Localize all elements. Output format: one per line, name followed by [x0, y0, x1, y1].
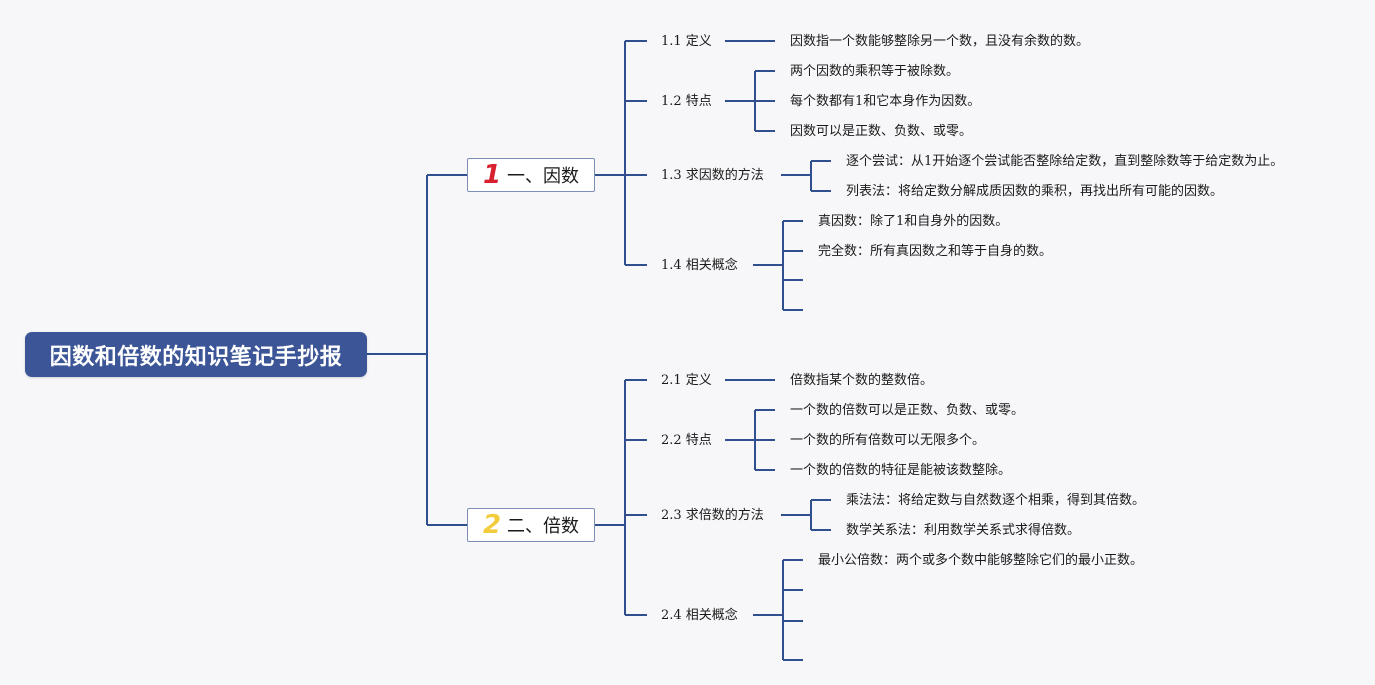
leaf-text: 一个数的倍数可以是正数、负数、或零。	[790, 403, 1025, 418]
leaf-text: 最小公倍数：两个或多个数中能够整除它们的最小正数。	[818, 553, 1144, 568]
leaf-text: 一个数的倍数的特征是能被该数整除。	[790, 463, 1012, 478]
leaf-text: 两个因数的乘积等于被除数。	[790, 64, 960, 79]
subtopic-1-2: 1.2 特点	[661, 94, 712, 109]
subtopic-1-4: 1.4 相关概念	[661, 258, 738, 273]
subtopic-1-3: 1.3 求因数的方法	[661, 168, 764, 183]
leaf-text: 每个数都有1和它本身作为因数。	[790, 94, 981, 109]
leaf-text: 真因数：除了1和自身外的因数。	[818, 214, 1009, 229]
root-title: 因数和倍数的知识笔记手抄报	[25, 332, 367, 377]
branch-multiples: 2 二、倍数	[467, 508, 595, 542]
leaf-text: 因数指一个数能够整除另一个数，且没有余数的数。	[790, 34, 1090, 49]
subtopic-1-1: 1.1 定义	[661, 34, 712, 49]
leaf-text: 完全数：所有真因数之和等于自身的数。	[818, 244, 1053, 259]
leaf-text: 因数可以是正数、负数、或零。	[790, 124, 973, 139]
leaf-text: 乘法法：将给定数与自然数逐个相乘，得到其倍数。	[846, 493, 1146, 508]
leaf-text: 逐个尝试：从1开始逐个尝试能否整除给定数，直到整除数等于给定数为止。	[846, 154, 1284, 169]
leaf-text: 列表法：将给定数分解成质因数的乘积，再找出所有可能的因数。	[846, 184, 1224, 199]
subtopic-2-1: 2.1 定义	[661, 373, 712, 388]
branch-label: 二、倍数	[507, 516, 580, 537]
number-one-icon: 1	[482, 160, 502, 190]
branch-factors: 1 一、因数	[467, 158, 595, 192]
subtopic-2-4: 2.4 相关概念	[661, 608, 738, 623]
number-two-icon: 2	[482, 510, 502, 540]
subtopic-2-3: 2.3 求倍数的方法	[661, 508, 764, 523]
subtopic-2-2: 2.2 特点	[661, 433, 712, 448]
leaf-text: 数学关系法：利用数学关系式求得倍数。	[846, 523, 1081, 538]
branch-label: 一、因数	[507, 166, 580, 187]
leaf-text: 一个数的所有倍数可以无限多个。	[790, 433, 986, 448]
leaf-text: 倍数指某个数的整数倍。	[790, 373, 934, 388]
